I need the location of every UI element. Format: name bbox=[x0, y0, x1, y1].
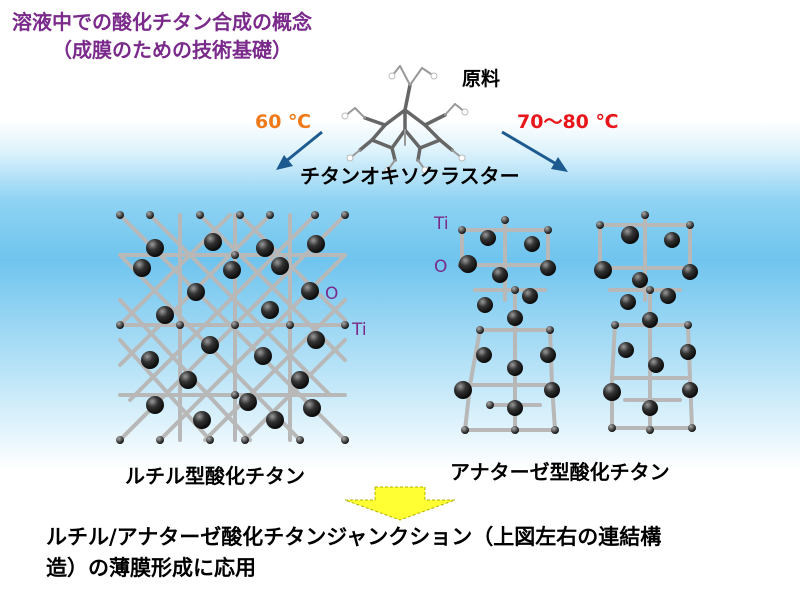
raw-material-molecule bbox=[341, 65, 469, 174]
application-text-line-1: ルチル/アナターゼ酸化チタンジャンクション（上図左右の連結構 bbox=[46, 525, 662, 549]
down-arrow bbox=[344, 486, 456, 521]
rutile-oxygen-label: O bbox=[325, 284, 339, 304]
arrow-to-rutile bbox=[276, 130, 323, 170]
rutile-caption: ルチル型酸化チタン bbox=[125, 464, 305, 488]
anatase-titanium-label: Ti bbox=[434, 214, 449, 234]
titanium-oxo-cluster-label: チタンオキソクラスター bbox=[300, 164, 520, 188]
anatase-structure bbox=[454, 211, 698, 434]
arrow-to-anatase bbox=[501, 130, 568, 172]
application-text-line-2: 造）の薄膜形成に応用 bbox=[46, 556, 256, 580]
temperature-left-label: 60 ℃ bbox=[255, 111, 312, 133]
rutile-titanium-label: Ti bbox=[352, 320, 367, 340]
title-line-2: （成膜のための技術基礎） bbox=[52, 38, 292, 62]
raw-material-label: 原料 bbox=[462, 68, 501, 90]
title-line-1: 溶液中での酸化チタン合成の概念 bbox=[12, 10, 312, 34]
rutile-structure bbox=[116, 211, 349, 444]
temperature-right-label: 70～80 ℃ bbox=[517, 111, 619, 133]
anatase-oxygen-label: O bbox=[434, 257, 448, 277]
anatase-caption: アナターゼ型酸化チタン bbox=[450, 460, 670, 484]
